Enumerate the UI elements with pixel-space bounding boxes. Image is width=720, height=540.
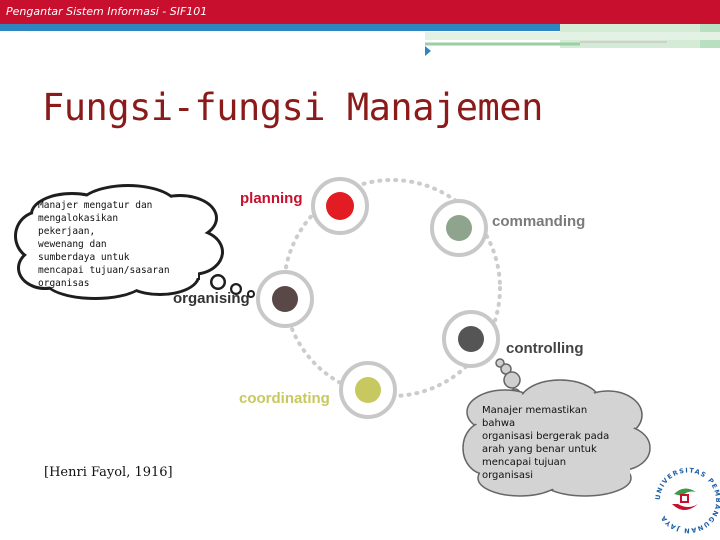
stage-label-controlling: controlling [506,340,584,357]
header-blue-stripe [0,24,720,31]
note-line: Manajer mengatur dan [38,200,153,211]
coordinating-dot [355,377,381,403]
stage-label-coordinating: coordinating [239,390,330,407]
coordinating-node [339,361,397,419]
note-line: organisasi bergerak pada [482,431,610,442]
organising-thought-cloud-fill [17,187,253,297]
stage-label-planning: planning [240,190,303,207]
controlling-node [442,310,500,368]
controlling-dot [458,326,484,352]
note-line: sumberdaya untuk [38,252,130,263]
planning-dot [326,192,354,220]
university-logo-icon: UNIVERSITAS PEMBANGUNAN JAYA [654,466,720,534]
note-line: wewenang dan [38,239,107,250]
stage-label-organising: organising [173,290,250,307]
organising-note-text: Manajer mengatur dan mengalokasikan peke… [38,199,170,290]
header-decoration [0,24,720,56]
note-line: mengalokasikan [38,213,119,224]
stage-label-commanding: commanding [492,213,586,230]
note-line: organisas [38,278,90,289]
note-line: mencapai tujuan [482,457,567,468]
note-line: Manajer memastikan [482,405,588,416]
header-green-band [425,32,720,40]
note-line: bahwa [482,418,516,429]
course-title: Pengantar Sistem Informasi - SIF101 [6,5,208,18]
note-line: arah yang benar untuk [482,444,597,455]
planning-node [311,177,369,235]
controlling-note-text: Manajer memastikan bahwa organisasi berg… [482,404,609,482]
commanding-dot [446,215,472,241]
citation: [Henri Fayol, 1916] [44,465,173,480]
organising-node [256,270,314,328]
commanding-node [430,199,488,257]
organising-dot [272,286,298,312]
note-line: pekerjaan, [38,226,96,237]
header-bar: Pengantar Sistem Informasi - SIF101 [0,0,720,24]
note-line: mencapai tujuan/sasaran [38,265,170,276]
slide-title: Fungsi-fungsi Manajemen [42,86,543,129]
header-arrow-marker [425,46,431,56]
note-line: organisasi [482,470,533,481]
